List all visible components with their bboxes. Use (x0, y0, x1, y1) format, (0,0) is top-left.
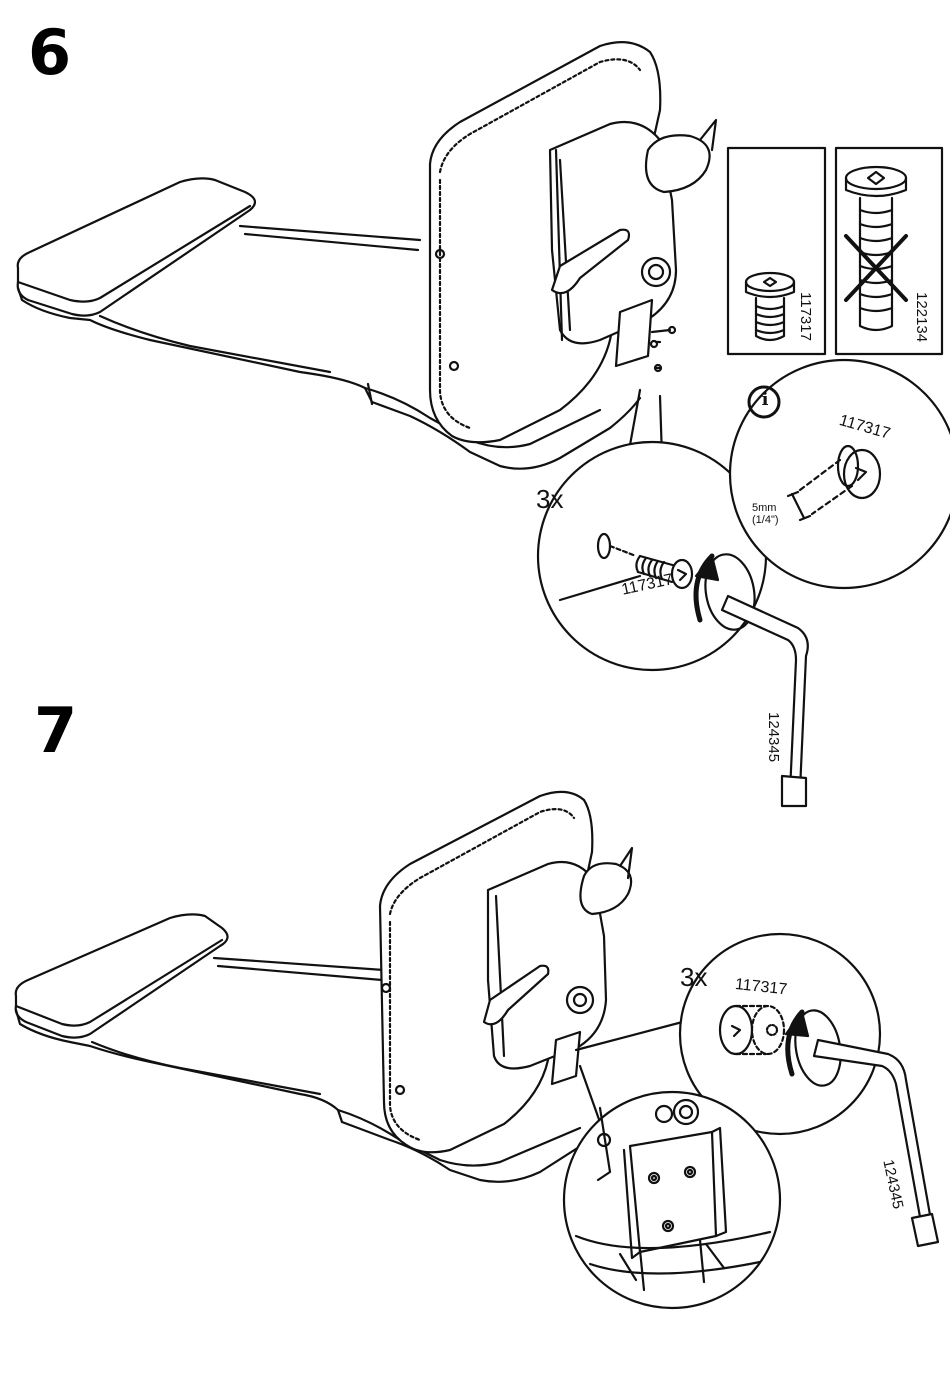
long-screw-part-number: 122134 (913, 292, 930, 342)
info-depth-metric: 5mm (752, 502, 776, 514)
step-7-chair-drawing (16, 792, 690, 1182)
bracket-closeup-circle (564, 1092, 780, 1308)
info-icon: i (757, 389, 773, 410)
step-6-tool-part-number: 124345 (765, 712, 782, 762)
short-screw-part-number: 117317 (797, 292, 814, 341)
screw-comparison-boxes (728, 148, 942, 354)
step-7-quantity: 3x (680, 962, 707, 993)
reject-cross-icon (846, 236, 906, 300)
short-screw-icon (746, 273, 794, 340)
info-depth-imperial: (1/4") (752, 514, 779, 526)
step-6-quantity: 3x (536, 484, 563, 515)
step-6-chair-drawing (18, 42, 716, 469)
